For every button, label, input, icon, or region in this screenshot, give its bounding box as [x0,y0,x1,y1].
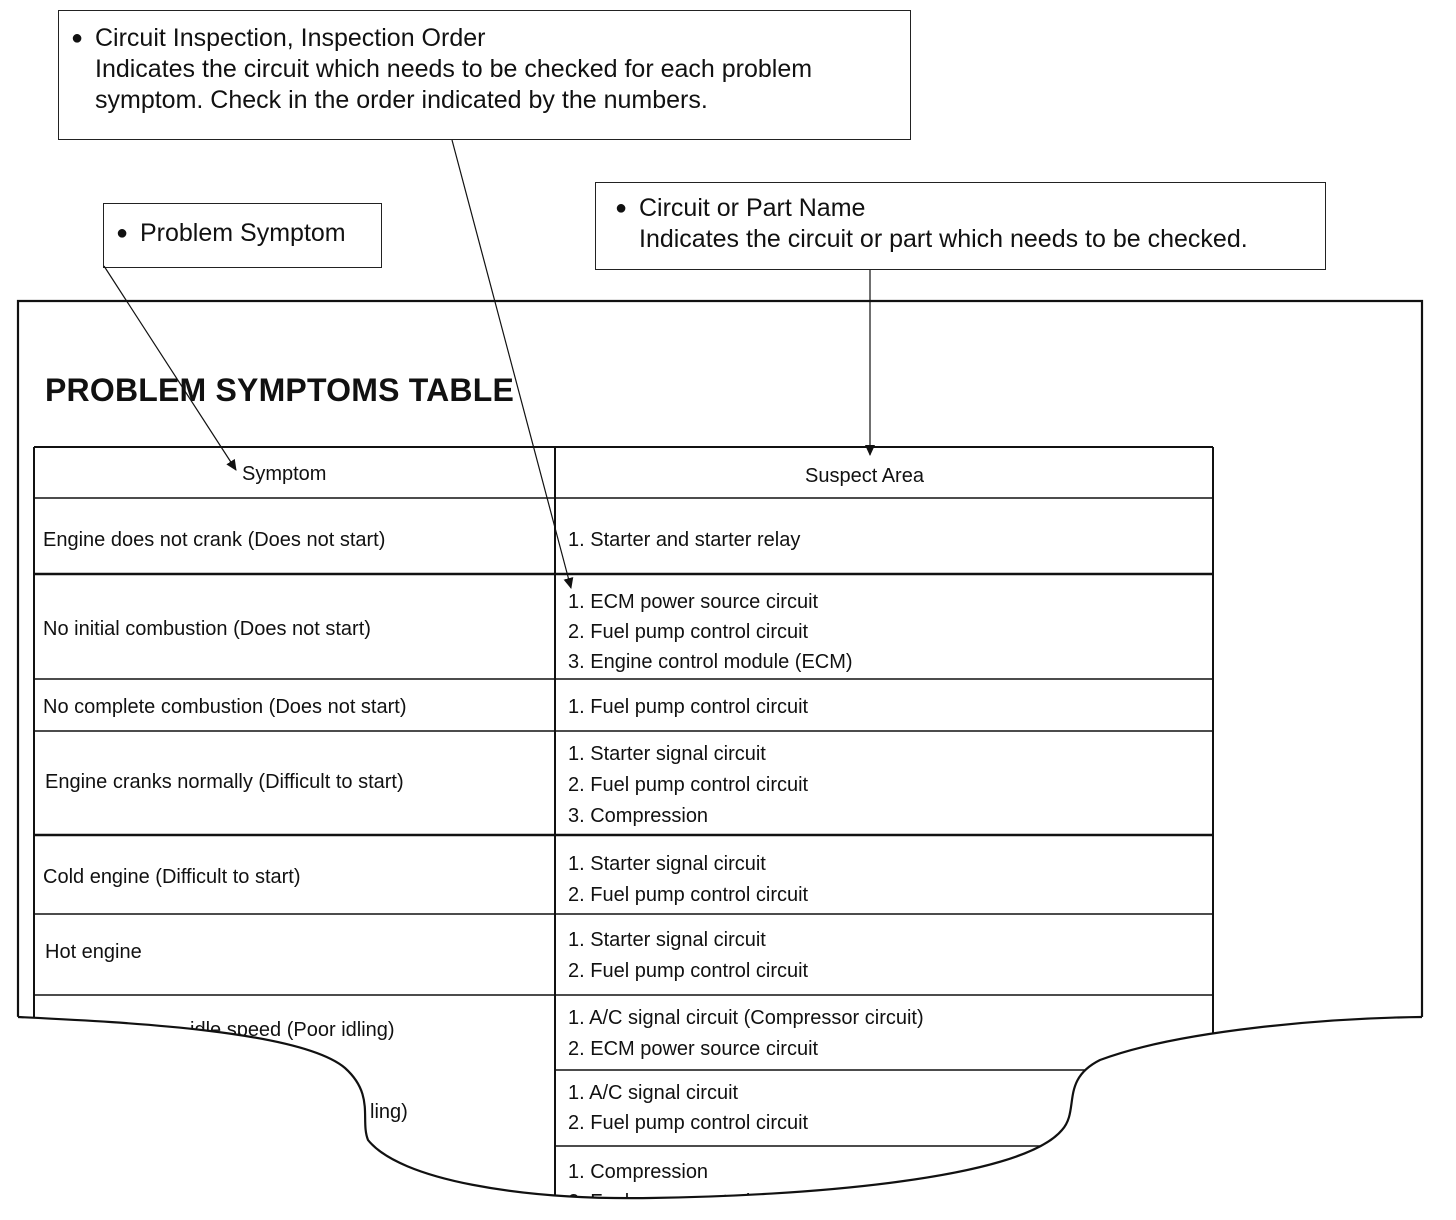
symptom-cell: Hot engine [45,941,142,963]
suspect-area-item: 1. Starter signal circuit [568,853,766,875]
suspect-area-item: 2. Fuel pump control circuit [568,960,809,982]
symptom-cell: ling) [370,1101,408,1123]
suspect-area-item: 1. Fuel pump control circuit [568,696,809,718]
symptom-cell: Cold engine (Difficult to start) [43,866,301,888]
bullet-icon: ● [116,222,129,244]
symptom-cell: Engine does not crank (Does not start) [43,529,386,551]
callout-text: Indicates the circuit or part which need… [639,225,1248,253]
suspect-area-item: 1. Starter signal circuit [568,743,766,765]
suspect-area-item: 1. A/C signal circuit (Compressor circui… [568,1007,924,1029]
page-border [16,299,1424,1017]
suspect-area-item: 3. Compression [568,805,709,827]
suspect-area-item: 2. ECM power source circuit [568,1038,819,1060]
callout-inspection-order: ● Circuit Inspection, Inspection Order I… [58,10,911,140]
bullet-icon: ● [71,27,84,49]
suspect-area-item: 1. Starter and starter relay [568,529,801,551]
header-suspect-area: Suspect Area [805,465,924,487]
suspect-area-item: 1. Starter signal circuit [568,929,766,951]
suspect-area-item: 2. Fuel pump control circuit [568,1191,809,1213]
table-grid [33,446,1214,1195]
suspect-area-item: 1. A/C signal circuit [568,1082,739,1104]
suspect-area-item: 1. Compression [568,1161,709,1183]
suspect-area-item: 2. Fuel pump control circuit [568,1112,809,1134]
callout-text: symptom. Check in the order indicated by… [95,86,708,114]
symptom-cell: Engine cranks normally (Difficult to sta… [45,771,404,793]
callout-text: Indicates the circuit which needs to be … [95,55,813,83]
table-title: PROBLEM SYMPTOMS TABLE [45,372,515,408]
suspect-area-item: 2. Fuel pump control circuit [568,774,809,796]
bullet-icon: ● [615,197,628,219]
symptom-cell: idle speed (Poor idling) [190,1019,395,1041]
callout-title: Circuit or Part Name [639,194,866,222]
suspect-area-item: 2. Fuel pump control circuit [568,621,809,643]
callout-title: Circuit Inspection, Inspection Order [95,24,486,52]
header-symptom: Symptom [242,463,327,485]
suspect-area-item: 3. Engine control module (ECM) [568,651,853,673]
symptom-cell: No complete combustion (Does not start) [43,696,407,718]
callout-problem-symptom: ● Problem Symptom [103,203,382,268]
suspect-area-item: 2. Fuel pump control circuit [568,884,809,906]
callout-title: Problem Symptom [140,219,346,247]
symptom-cell: No initial combustion (Does not start) [43,618,371,640]
suspect-area-item: 1. ECM power source circuit [568,591,819,613]
callout-part-name: ● Circuit or Part Name Indicates the cir… [595,182,1326,270]
